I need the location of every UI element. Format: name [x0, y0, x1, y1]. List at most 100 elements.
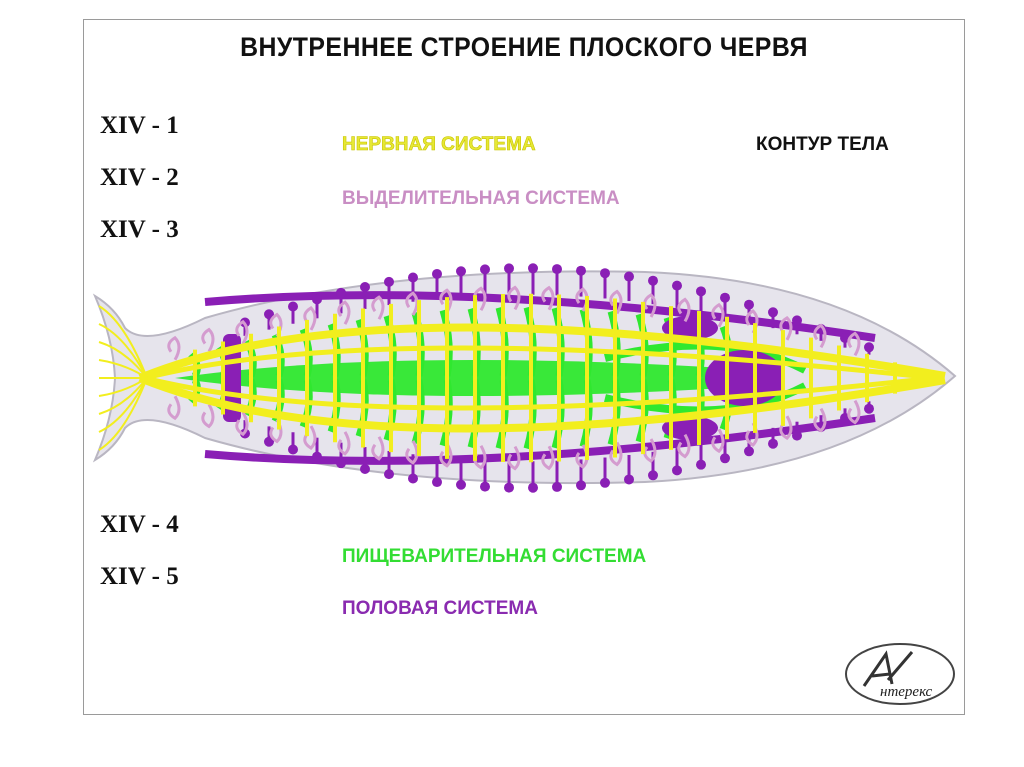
- code-label-4: XIV - 4: [100, 511, 179, 538]
- excretory-tubule: [337, 431, 351, 456]
- head-nerve: [98, 305, 148, 379]
- excretory-tubule: [609, 289, 623, 315]
- excretory-tubule: [711, 302, 725, 328]
- excretory-tubule: [779, 415, 793, 441]
- testis: [720, 453, 730, 464]
- code-label-2: XIV - 2: [100, 164, 179, 191]
- reproductive-lobe: [662, 316, 718, 340]
- excretory-tubule: [847, 399, 861, 425]
- testis: [336, 287, 346, 298]
- excretory-tubule: [677, 297, 691, 323]
- excretory-tubule: [201, 327, 215, 353]
- testis: [360, 464, 370, 475]
- excretory-tubule: [813, 407, 827, 433]
- excretory-tubule: [847, 331, 861, 357]
- testis: [432, 477, 442, 488]
- testis: [456, 479, 466, 490]
- testis: [504, 263, 514, 274]
- nerve-cord-outer-bottom: [138, 374, 946, 433]
- testis: [432, 268, 442, 279]
- page-title: ВНУТРЕННЕЕ СТРОЕНИЕ ПЛОСКОГО ЧЕРВЯ: [240, 32, 808, 62]
- testis: [552, 264, 562, 275]
- logo-text: нтерекс: [880, 684, 933, 700]
- excretory-tubule: [677, 433, 691, 459]
- excretory-tubule: [541, 285, 555, 311]
- testis: [720, 292, 730, 303]
- testis: [288, 444, 298, 455]
- head-nerve: [98, 377, 148, 397]
- testis: [312, 294, 322, 305]
- testis: [672, 280, 682, 291]
- testis: [480, 481, 490, 492]
- reproductive-lobe: [662, 416, 718, 440]
- testis: [744, 446, 754, 457]
- excretory-tubule: [337, 300, 351, 325]
- excretory-tubule: [439, 443, 453, 468]
- excretory-tubule: [371, 436, 385, 461]
- testis: [600, 268, 610, 279]
- testis: [288, 301, 298, 312]
- excretory-tubule: [541, 445, 555, 471]
- logo-mark-icon: [862, 650, 914, 687]
- testis: [408, 473, 418, 484]
- testis: [576, 480, 586, 491]
- testis: [384, 469, 394, 480]
- testis: [792, 430, 802, 441]
- testis: [768, 307, 778, 318]
- testis: [552, 481, 562, 492]
- excretory-tubule: [167, 395, 181, 421]
- testis: [384, 276, 394, 287]
- testis: [624, 474, 634, 485]
- testis: [600, 477, 610, 488]
- testis: [456, 266, 466, 277]
- testis: [576, 265, 586, 276]
- excretory-tubule: [507, 285, 521, 311]
- excretory-tubule: [609, 441, 623, 467]
- gut-trunk: [175, 360, 755, 396]
- head-nerve: [98, 341, 148, 379]
- excretory-tubule: [439, 288, 453, 313]
- testis: [864, 342, 874, 353]
- legend-excretory-system: ВЫДЕЛИТЕЛЬНАЯ СИСТЕМА: [342, 188, 620, 209]
- testis: [312, 451, 322, 462]
- excretory-tubule: [371, 295, 385, 320]
- reproductive-front: [223, 334, 241, 422]
- testis: [336, 458, 346, 469]
- excretory-tubule: [405, 440, 419, 465]
- testis: [264, 436, 274, 447]
- testis: [528, 482, 538, 493]
- testis: [672, 465, 682, 476]
- legend-digestive-system: ПИЩЕВАРИТЕЛЬНАЯ СИСТЕМА: [342, 546, 647, 567]
- testis: [624, 271, 634, 282]
- testis: [696, 286, 706, 297]
- legend-reproductive-system: ПОЛОВАЯ СИСТЕМА: [342, 598, 538, 619]
- testis: [408, 272, 418, 283]
- excretory-tubule: [201, 403, 215, 429]
- testis: [360, 281, 370, 292]
- legend-nervous-system: НЕРВНАЯ СИСТЕМА: [342, 134, 536, 156]
- testis: [696, 459, 706, 470]
- reproductive-duct-bottom: [204, 414, 876, 465]
- testis: [648, 275, 658, 286]
- code-label-3: XIV - 3: [100, 216, 179, 243]
- testis: [264, 309, 274, 320]
- testis: [864, 403, 874, 414]
- testis: [504, 482, 514, 493]
- legend-body-outline: КОНТУР ТЕЛА: [756, 134, 889, 155]
- excretory-tubule: [303, 425, 317, 450]
- flatworm-diagram: [92, 263, 957, 493]
- testis: [744, 299, 754, 310]
- head-nerve: [98, 377, 148, 433]
- testis: [528, 263, 538, 274]
- code-label-1: XIV - 1: [100, 112, 179, 139]
- excretory-tubule: [235, 319, 249, 345]
- testis: [792, 315, 802, 326]
- testis: [648, 470, 658, 481]
- code-label-5: XIV - 5: [100, 563, 179, 590]
- head-nerve: [98, 377, 148, 415]
- testis: [480, 264, 490, 275]
- head-nerve: [98, 359, 148, 379]
- excretory-tubule: [405, 291, 419, 316]
- nerve-cord-outer-top: [138, 323, 946, 382]
- excretory-tubule: [711, 428, 725, 454]
